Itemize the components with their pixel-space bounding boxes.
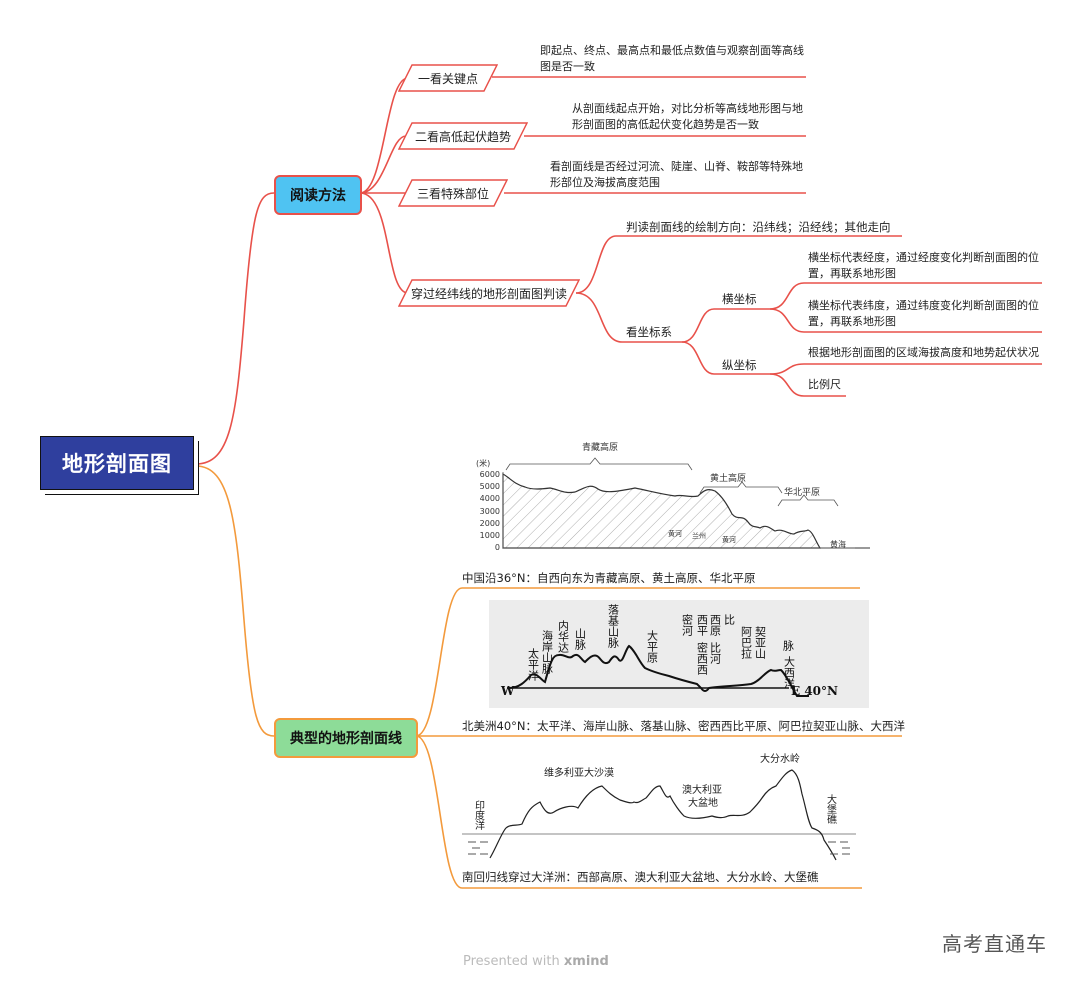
- terrain-label: 澳大利亚: [682, 783, 722, 796]
- terrain-label: 内华达: [557, 619, 570, 653]
- north-america-40n-profile-figure: W E 40°N 太平洋 海岸山脉 内华达 山脉 落基山脉 大平原 密河 西平 …: [489, 600, 869, 708]
- node-y-scale[interactable]: 比例尺: [808, 378, 841, 391]
- terrain-label: 西平: [696, 614, 709, 637]
- caption-north-america-40n: 北美洲40°N：太平洋、海岸山脉、落基山脉、密西西比平原、阿巴拉契亚山脉、大西洋: [462, 719, 905, 733]
- watermark: 高考直通车: [942, 932, 1047, 956]
- river-label: 黄河: [722, 535, 736, 544]
- australia-tropic-profile-figure: 印度洋 维多利亚大沙漠 澳大利亚 大盆地 大分水岭 大堡礁: [462, 752, 856, 861]
- city-label: 兰州: [692, 531, 706, 540]
- topic-typical-profiles[interactable]: 典型的地形剖面线: [274, 718, 418, 758]
- terrain-label: 比河: [709, 642, 722, 664]
- subtopic-trend[interactable]: 二看高低起伏趋势: [398, 122, 528, 150]
- node-y-axis[interactable]: 纵坐标: [722, 358, 757, 372]
- detail-line: 看剖面线是否经过河流、陡崖、山脊、鞍部等特殊地: [550, 160, 803, 173]
- east-label: E 40°N: [791, 684, 838, 698]
- subtopic-label: 一看关键点: [418, 72, 478, 86]
- detail-key-points: 即起点、终点、最高点和最低点数值与观察剖面等高线 图是否一致: [540, 43, 804, 75]
- region-bracket: [699, 481, 783, 494]
- xmind-brand: xmind: [563, 954, 609, 969]
- terrain-label: 契亚山: [754, 625, 767, 659]
- terrain-label: 密西西: [696, 641, 709, 675]
- terrain-profile: [489, 769, 837, 861]
- detail-special-parts: 看剖面线是否经过河流、陡崖、山脊、鞍部等特殊地 形部位及海拔高度范围: [550, 159, 803, 191]
- root-topic[interactable]: 地形剖面图: [40, 436, 194, 490]
- detail-line: 从剖面线起点开始，对比分析等高线地形图与地: [572, 102, 803, 115]
- detail-line: 即起点、终点、最高点和最低点数值与观察剖面等高线: [540, 44, 804, 57]
- node-y-elevation[interactable]: 根据地形剖面图的区域海拔高度和地势起伏状况: [808, 346, 1039, 359]
- terrain-label: 大堡礁: [825, 793, 837, 825]
- terrain-label: 大平原: [646, 629, 659, 663]
- detail-line: 置，再联系地形图: [808, 315, 896, 328]
- detail-line: 横坐标代表经度，通过经度变化判断剖面图的位: [808, 251, 1039, 264]
- terrain-label: 西原: [709, 614, 722, 636]
- topic-reading-method[interactable]: 阅读方法: [274, 175, 362, 215]
- terrain-profile: [508, 644, 809, 697]
- china-36n-profile-figure: (米) 6000 5000 4000 3000 2000 1000 0 青藏高原…: [476, 441, 870, 552]
- subtopic-lat-lon-profile[interactable]: 穿过经纬线的地形剖面图判读: [398, 279, 580, 307]
- y-tick: 4000: [480, 494, 500, 503]
- terrain-label: 脉: [782, 639, 795, 651]
- terrain-label: 大盆地: [688, 796, 718, 809]
- terrain-label: 密河: [681, 613, 694, 636]
- terrain-label: 落基山脉: [607, 604, 620, 648]
- terrain-label: 阿巴拉: [740, 626, 753, 660]
- terrain-label: 山脉: [574, 628, 587, 650]
- detail-line: 置，再联系地形图: [808, 267, 896, 280]
- subtopic-key-points[interactable]: 一看关键点: [398, 64, 498, 92]
- terrain-label: 海岸山脉: [541, 629, 554, 674]
- detail-line: 形部位及海拔高度范围: [550, 176, 660, 189]
- subtopic-special-parts[interactable]: 三看特殊部位: [398, 179, 508, 207]
- sea-label: 黄海: [830, 539, 846, 549]
- y-tick: 6000: [480, 470, 500, 479]
- terrain-label: 大西洋: [783, 655, 796, 689]
- y-unit-label: (米): [476, 458, 490, 468]
- terrain-label: 印度洋: [473, 800, 485, 831]
- node-x-latitude[interactable]: 横坐标代表纬度，通过纬度变化判断剖面图的位 置，再联系地形图: [808, 298, 1039, 330]
- river-label: 黄河: [668, 529, 682, 538]
- subtopic-label: 穿过经纬线的地形剖面图判读: [411, 286, 567, 301]
- subtopic-label: 二看高低起伏趋势: [415, 129, 511, 144]
- terrain-label: 维多利亚大沙漠: [544, 766, 614, 779]
- subtopic-label: 三看特殊部位: [417, 186, 489, 201]
- y-tick: 2000: [480, 519, 500, 528]
- region-label: 黄土高原: [710, 472, 746, 484]
- y-tick: 1000: [480, 531, 500, 540]
- detail-trend: 从剖面线起点开始，对比分析等高线地形图与地 形剖面图的高低起伏变化趋势是否一致: [572, 101, 803, 133]
- terrain-profile: [502, 472, 822, 549]
- region-label: 青藏高原: [582, 441, 618, 453]
- y-tick: 5000: [480, 482, 500, 491]
- region-bracket: [777, 494, 839, 507]
- y-tick: 0: [495, 543, 500, 552]
- node-draw-direction[interactable]: 判读剖面线的绘制方向：沿纬线；沿经线；其他走向: [626, 220, 891, 234]
- detail-line: 形剖面图的高低起伏变化趋势是否一致: [572, 118, 759, 131]
- node-coordinate-system[interactable]: 看坐标系: [626, 325, 672, 339]
- node-x-axis[interactable]: 横坐标: [722, 292, 757, 306]
- west-label: W: [500, 684, 515, 698]
- terrain-label: 比: [723, 614, 736, 625]
- terrain-label: 大分水岭: [760, 752, 800, 765]
- detail-line: 图是否一致: [540, 60, 595, 73]
- caption-china-36n: 中国沿36°N：自西向东为青藏高原、黄土高原、华北平原: [462, 571, 756, 585]
- presented-with-footer: Presented with xmind: [463, 954, 609, 969]
- presented-text: Presented with: [463, 954, 560, 969]
- region-bracket: [505, 457, 693, 471]
- terrain-label: 太平洋: [527, 648, 540, 681]
- detail-line: 横坐标代表纬度，通过纬度变化判断剖面图的位: [808, 299, 1039, 312]
- node-x-longitude[interactable]: 横坐标代表经度，通过经度变化判断剖面图的位 置，再联系地形图: [808, 250, 1039, 282]
- y-tick: 3000: [480, 507, 500, 516]
- region-label: 华北平原: [784, 486, 820, 498]
- caption-australia-tropic: 南回归线穿过大洋洲：西部高原、澳大利亚大盆地、大分水岭、大堡礁: [462, 870, 819, 884]
